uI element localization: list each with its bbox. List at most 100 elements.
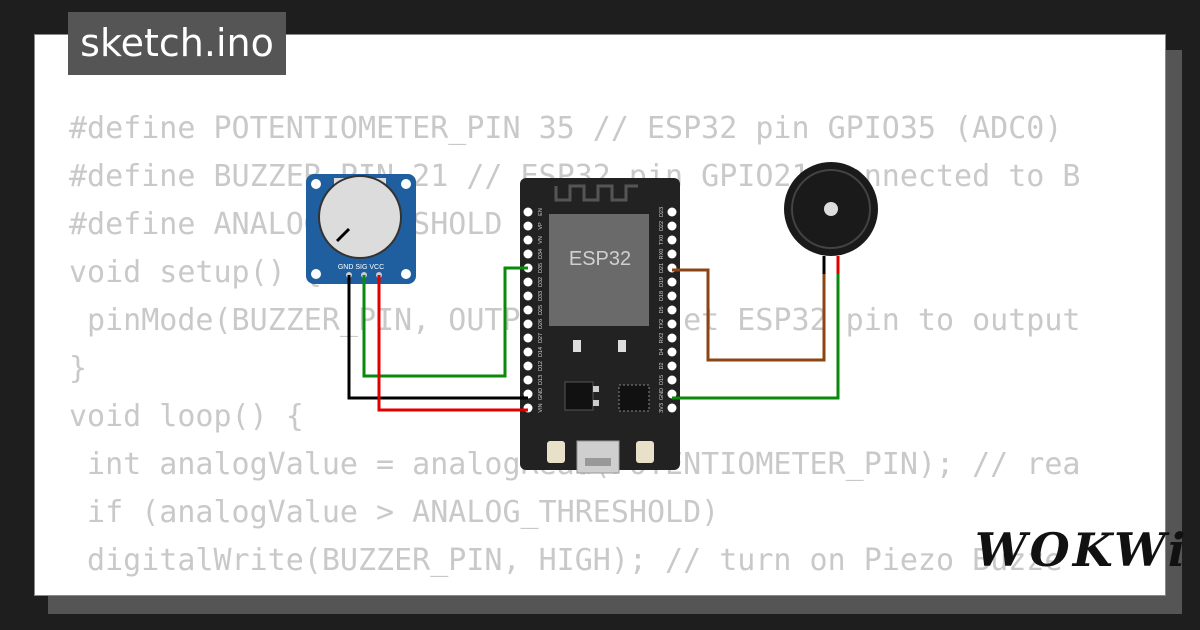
pin-label: D14 [538,347,544,357]
pin-label: D15 [659,375,665,385]
header-pin[interactable] [523,361,533,371]
header-pin[interactable] [667,347,677,357]
pin-label: D32 [538,277,544,287]
mount-hole [311,269,321,279]
pin-label: D19 [659,277,665,287]
knob [318,175,402,259]
header-pin[interactable] [667,235,677,245]
mount-hole [311,179,321,189]
header-pin[interactable] [523,221,533,231]
wire-pot-vcc [377,275,528,412]
header-pin[interactable] [667,389,677,399]
pin-label: VN [538,236,544,244]
pin-label: RX2 [659,333,665,344]
pin-label: D18 [659,291,665,301]
code-line: #define POTENTIOMETER_PIN 35 // ESP32 pi… [69,111,1063,146]
usb-port [576,440,620,474]
piezo-buzzer[interactable] [784,162,878,274]
pin-label: D26 [538,319,544,329]
header-pin[interactable] [667,249,677,259]
pin-label: RX0 [659,249,665,260]
header-pin[interactable] [667,403,677,413]
header-pin[interactable] [523,333,533,343]
header-pin[interactable] [523,305,533,315]
header-pin[interactable] [667,291,677,301]
pin-label: D33 [538,291,544,301]
header-pin[interactable] [523,207,533,217]
pin-label: D4 [659,348,665,355]
right-pin-header: D23D22TX0RX0D21D19D18D5TX2RX2D4D2D15GND3… [659,207,677,413]
header-pin[interactable] [523,389,533,399]
esp32-module [549,214,649,326]
header-pin[interactable] [667,221,677,231]
header-pin[interactable] [667,305,677,315]
wokwi-logo: WOKWi [975,523,1189,577]
regulator [564,381,594,411]
pin-label: D34 [538,249,544,259]
pin-label: D13 [538,375,544,385]
header-pin[interactable] [523,347,533,357]
code-line: #define BUZZER_PIN 21 // ESP32 pin GPIO2… [69,159,1081,194]
usb-chip [618,384,650,412]
header-pin[interactable] [523,249,533,259]
pin-label: EN [538,208,544,216]
buzzer-ring [791,169,871,249]
header-pin[interactable] [523,291,533,301]
pin-label: D25 [538,305,544,315]
code-line: else [69,585,1080,595]
pin-label: D27 [538,333,544,343]
header-pin[interactable] [523,375,533,385]
code-line: void setup() { [69,255,322,290]
code-line: void loop() { [69,399,304,434]
file-tab[interactable]: sketch.ino [68,12,286,75]
header-pin[interactable] [667,207,677,217]
wire-buzzer-d21 [672,268,826,362]
buzzer-hole [824,202,838,216]
pin-label: GND [538,388,544,400]
pin-label: GND [659,388,665,400]
antenna-trace [554,184,638,202]
wire-pot-sig-d35 [362,266,528,378]
pin-label: D5 [659,306,665,313]
header-pin[interactable] [667,319,677,329]
code-block: #define POTENTIOMETER_PIN 35 // ESP32 pi… [69,105,1081,595]
pin-label: VP [538,222,544,230]
code-line: if (analogValue > ANALOG_THRESHOLD) [69,495,720,530]
code-line: } [69,351,88,386]
chip-label: ESP32 [569,248,631,270]
pin-label: D22 [659,221,665,231]
pin-label: D23 [659,207,665,217]
pin-label: D21 [659,263,665,273]
code-line: int analogValue = analogRead(POTENTIOMET… [87,447,1081,482]
pin-label: D35 [538,263,544,273]
potentiometer[interactable]: GND SIG VCC [306,174,416,284]
code-line: digitalWrite(BUZZER_PIN, HIGH); // turn … [69,543,1063,578]
pin-label: VIN [538,403,544,412]
pin-label: D12 [538,361,544,371]
header-pin[interactable] [667,333,677,343]
pin-label: TX2 [659,319,665,329]
regulator-pin [593,400,599,406]
mount-hole [401,269,411,279]
header-pin[interactable] [523,277,533,287]
usb-slot [585,458,611,466]
header-pin[interactable] [523,235,533,245]
wire-pot-gnd [347,275,528,400]
pin-label: 3V3 [659,403,665,413]
regulator-pin [593,386,599,392]
pot-pin-labels: GND SIG VCC [338,264,384,271]
header-pin[interactable] [523,319,533,329]
wire-buzzer-gnd [672,274,840,400]
en-button [547,441,565,463]
pin-label: D2 [659,362,665,369]
boot-button [636,441,654,463]
esp32-board[interactable]: ESP32 ENVPVND34D35D32D33D25D26D27D14D12D… [520,178,680,474]
smd-component [573,340,581,352]
header-pin[interactable] [667,375,677,385]
smd-component [618,340,626,352]
header-pin[interactable] [667,277,677,287]
mount-hole [401,179,411,189]
header-pin[interactable] [667,361,677,371]
